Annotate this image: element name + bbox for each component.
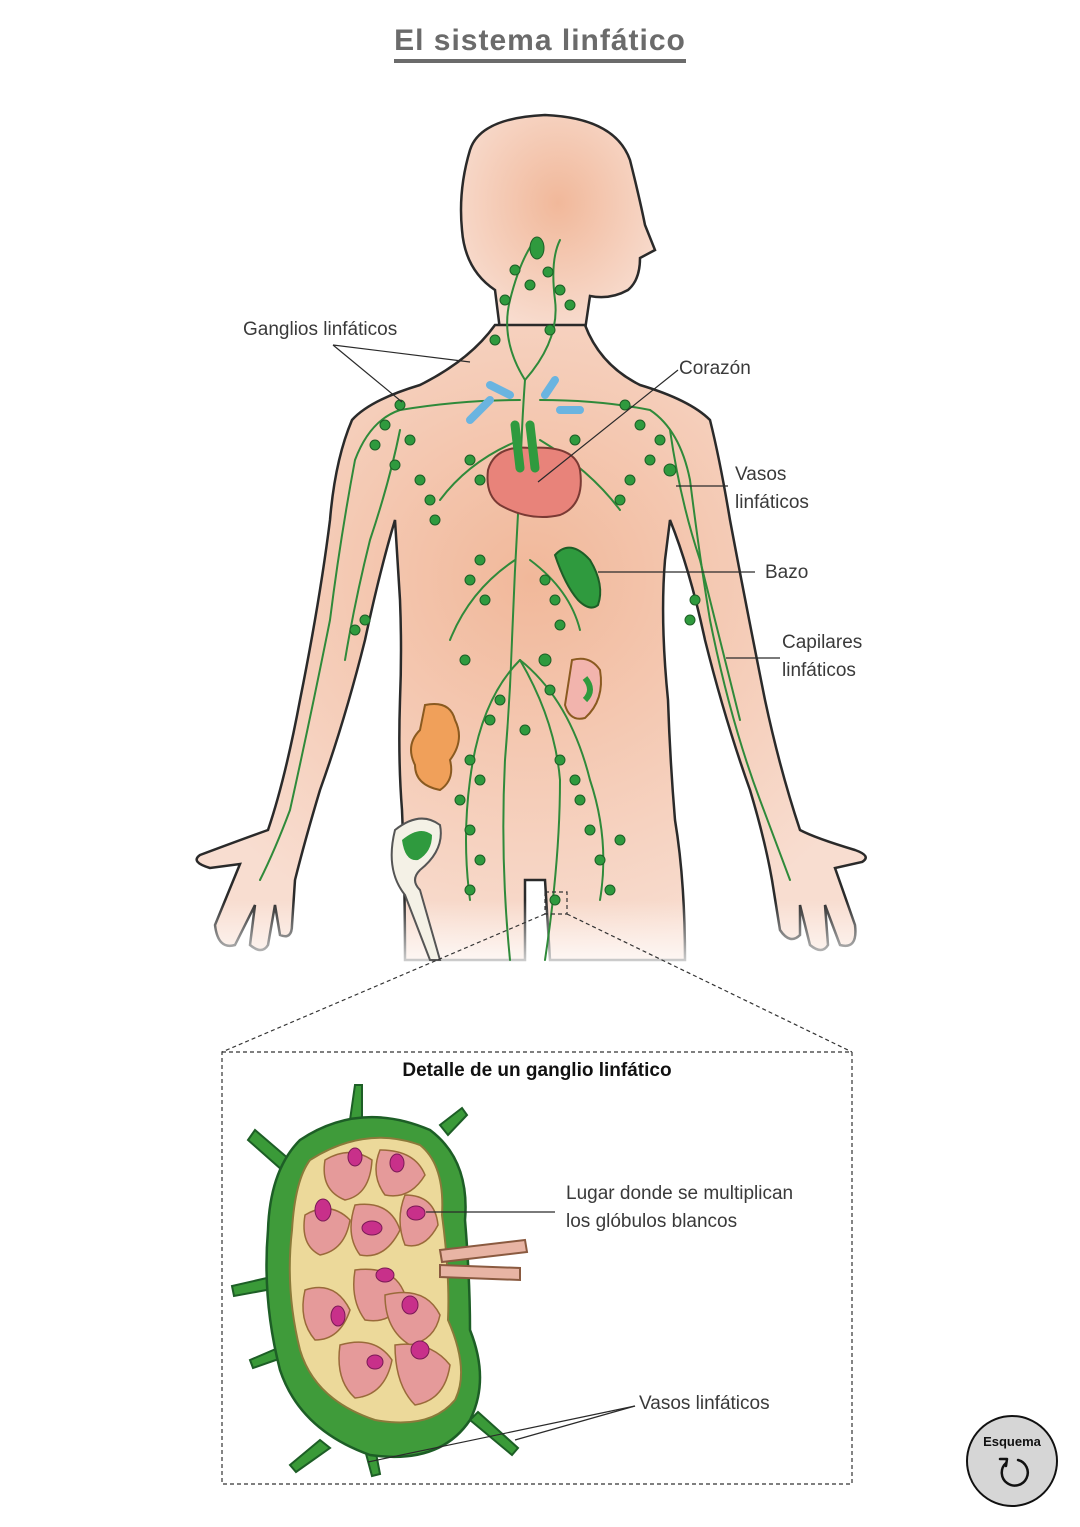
label-bazo: Bazo <box>765 562 809 583</box>
page-title: El sistema linfático <box>0 24 1080 63</box>
label-capilares-linfaticos: Capilares linfáticos <box>782 629 862 685</box>
body-silhouette <box>195 113 867 962</box>
label-capilares-line2: linfáticos <box>782 660 856 681</box>
label-corazon: Corazón <box>679 358 751 379</box>
label-vasos-line2: linfáticos <box>735 492 809 513</box>
rotate-left-icon <box>998 1457 1029 1487</box>
label-lugar-globulos: Lugar donde se multiplican los glóbulos … <box>566 1180 793 1236</box>
esquema-button[interactable]: Esquema <box>966 1415 1058 1507</box>
label-vasos-linfaticos: Vasos linfáticos <box>735 461 809 517</box>
lymph-nodes <box>349 236 701 906</box>
label-capilares-line1: Capilares <box>782 632 863 653</box>
label-detail-vasos-linfaticos: Vasos linfáticos <box>639 1393 770 1414</box>
label-pointer-lines <box>332 344 780 659</box>
bone-marrow-organ <box>390 817 442 961</box>
detail-title: Detalle de un ganglio linfático <box>402 1060 672 1081</box>
esquema-label: Esquema <box>983 1434 1041 1449</box>
label-lugar-line2: los glóbulos blancos <box>566 1211 738 1232</box>
heart-organ <box>466 376 584 518</box>
detail-pointer-lines <box>367 1211 636 1463</box>
intestine-organ <box>410 657 602 792</box>
label-vasos-line1: Vasos <box>735 464 787 485</box>
lymph-node-detail-illustration <box>230 1084 529 1478</box>
label-ganglios-linfaticos: Ganglios linfáticos <box>243 319 398 340</box>
label-lugar-line1: Lugar donde se multiplican <box>566 1183 794 1204</box>
zoom-indicator <box>221 891 853 1485</box>
spleen-organ <box>553 546 602 609</box>
